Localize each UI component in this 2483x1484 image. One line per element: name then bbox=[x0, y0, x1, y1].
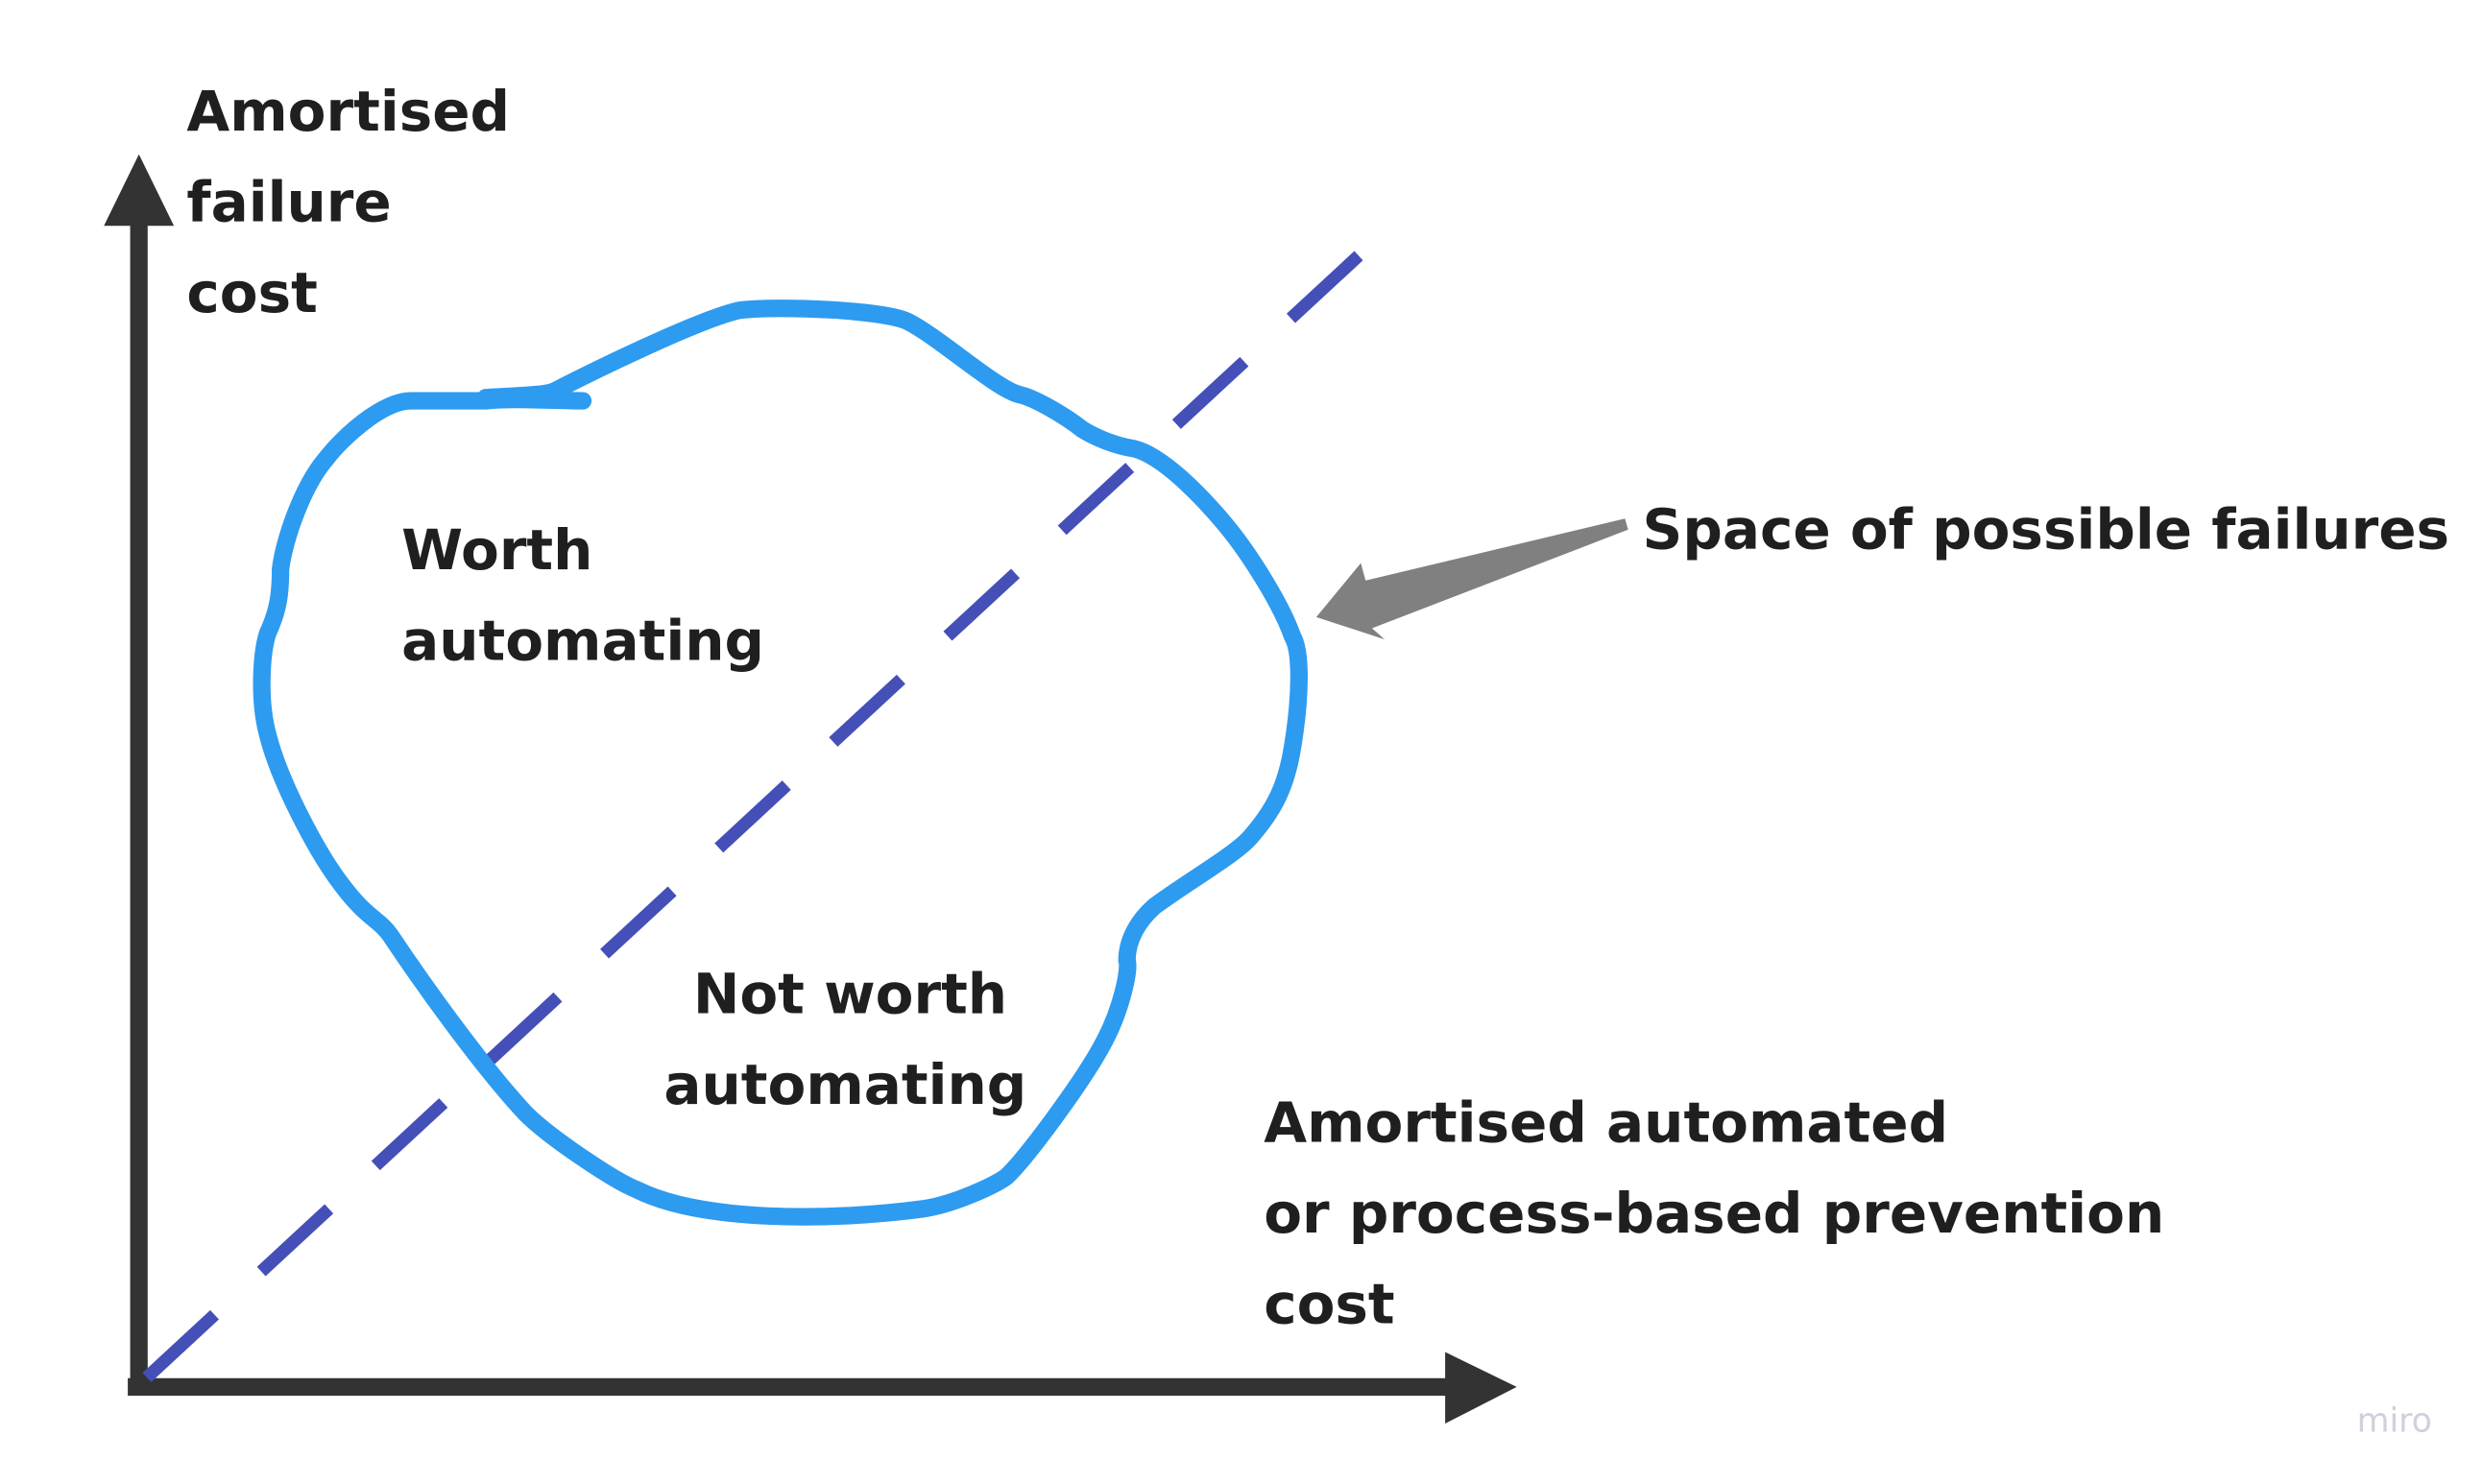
worth-automating-label: Worth automating bbox=[401, 517, 764, 673]
x-axis-label: Amortised automated or process-based pre… bbox=[1264, 1090, 2183, 1337]
y-axis-arrowhead bbox=[104, 154, 175, 227]
not-worth-automating-label: Not worth automating bbox=[663, 962, 1026, 1117]
failure-space-blob bbox=[253, 299, 1308, 1226]
miro-watermark: miro bbox=[2357, 1401, 2432, 1440]
callout-label: Space of possible failures bbox=[1643, 497, 2450, 562]
callout-arrow bbox=[1315, 518, 1628, 640]
break-even-diagonal bbox=[142, 238, 1377, 1382]
x-axis-arrowhead bbox=[1445, 1352, 1517, 1424]
y-axis-label: Amortised failure cost bbox=[186, 79, 529, 325]
